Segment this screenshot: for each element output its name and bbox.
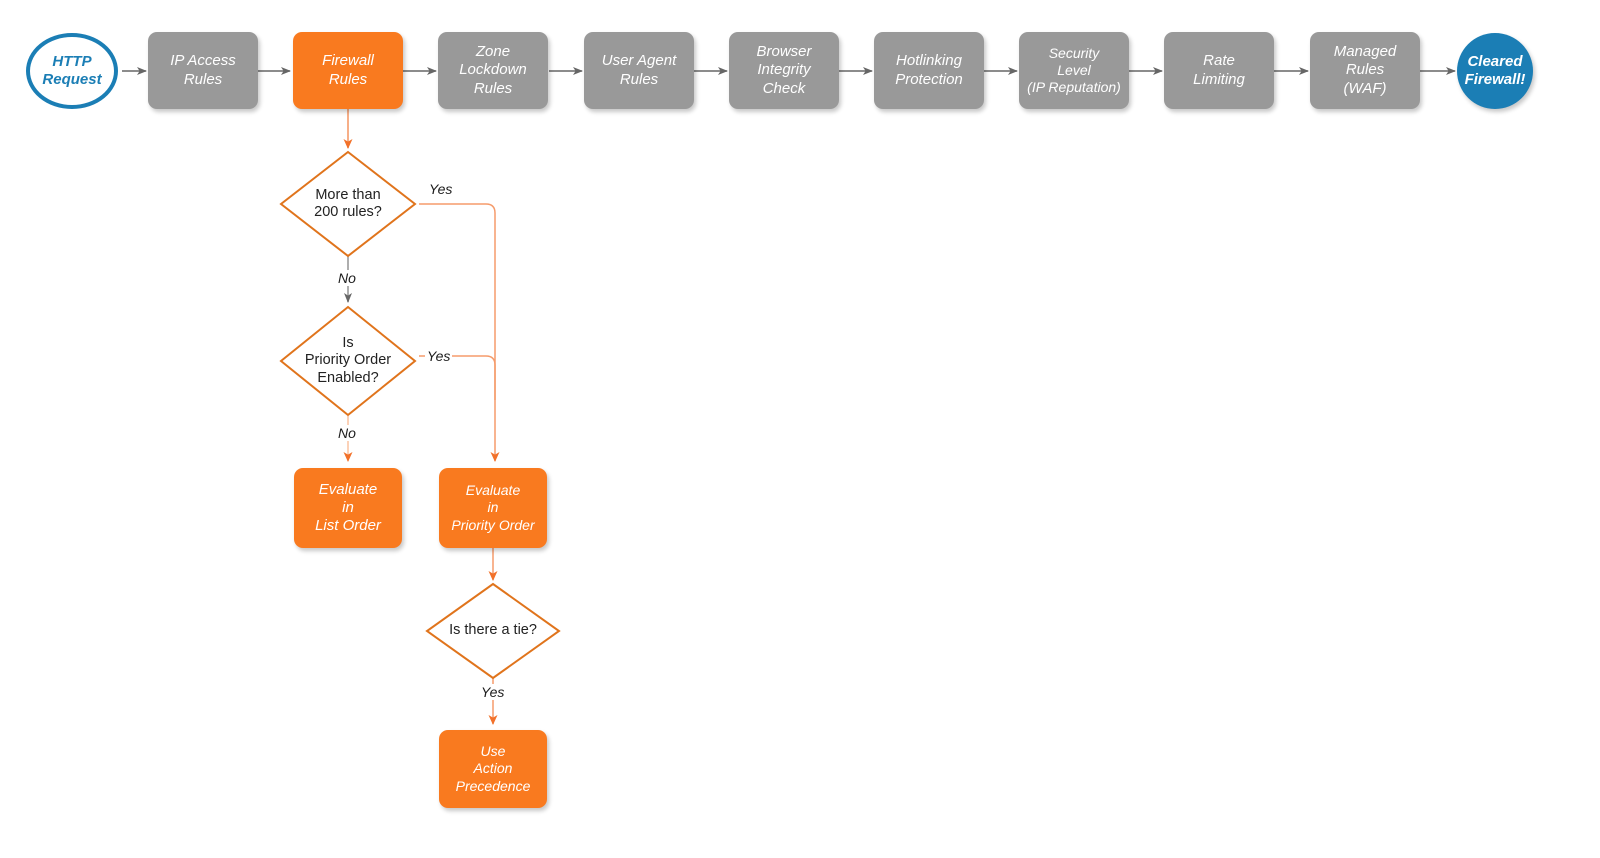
node-evaluate-in-priority-order-label: Evaluate in Priority Order [451, 482, 535, 533]
edge-label-tie-yes: Yes [479, 684, 507, 700]
node-evaluate-in-list-order[interactable]: Evaluate in List Order [294, 468, 402, 548]
diamond-shape [425, 582, 561, 680]
node-rate-limiting[interactable]: Rate Limiting [1164, 32, 1274, 109]
decision-more-than-200-rules-label: More than 200 rules? [314, 186, 382, 220]
node-use-action-precedence[interactable]: Use Action Precedence [439, 730, 547, 808]
node-http-request-label: HTTP Request [42, 53, 102, 88]
node-browser-integrity-check[interactable]: Browser Integrity Check [729, 32, 839, 109]
node-managed-rules-waf-label: Managed Rules (WAF) [1333, 43, 1397, 97]
node-browser-integrity-check-label: Browser Integrity Check [756, 43, 812, 97]
node-security-level-label: Security Level (IP Reputation) [1027, 44, 1121, 96]
node-firewall-rules[interactable]: Firewall Rules [293, 32, 403, 109]
node-security-level[interactable]: Security Level (IP Reputation) [1019, 32, 1129, 109]
edge-label-more-than-200-yes: Yes [427, 181, 455, 197]
node-cleared-firewall[interactable]: Cleared Firewall! [1457, 33, 1533, 109]
decision-is-there-a-tie[interactable]: Is there a tie? [425, 582, 561, 680]
edge-label-priority-order-no: No [336, 425, 358, 441]
node-ip-access-rules-label: IP Access Rules [170, 52, 236, 88]
node-cleared-firewall-label: Cleared Firewall! [1464, 53, 1526, 88]
node-zone-lockdown-rules[interactable]: Zone Lockdown Rules [438, 32, 548, 109]
node-user-agent-rules[interactable]: User Agent Rules [584, 32, 694, 109]
decision-priority-order-enabled-label: Is Priority Order Enabled? [304, 334, 392, 386]
node-http-request[interactable]: HTTP Request [26, 33, 118, 109]
node-hotlinking-protection-label: Hotlinking Protection [895, 52, 963, 88]
edge-decision1-yes-to-priority [419, 203, 500, 462]
edge-label-more-than-200-no: No [336, 270, 358, 286]
diamond-shape [279, 150, 417, 258]
decision-more-than-200-rules[interactable]: More than 200 rules? [279, 150, 417, 258]
node-evaluate-in-priority-order[interactable]: Evaluate in Priority Order [439, 468, 547, 548]
node-rate-limiting-label: Rate Limiting [1193, 52, 1245, 88]
edge-label-priority-order-yes: Yes [425, 348, 453, 364]
node-ip-access-rules[interactable]: IP Access Rules [148, 32, 258, 109]
node-zone-lockdown-rules-label: Zone Lockdown Rules [459, 43, 527, 97]
node-user-agent-rules-label: User Agent Rules [601, 52, 677, 88]
node-firewall-rules-label: Firewall Rules [322, 52, 374, 88]
node-use-action-precedence-label: Use Action Precedence [455, 743, 531, 794]
node-evaluate-in-list-order-label: Evaluate in List Order [315, 480, 381, 535]
decision-priority-order-enabled[interactable]: Is Priority Order Enabled? [279, 305, 417, 417]
diamond-shape [279, 305, 417, 417]
node-hotlinking-protection[interactable]: Hotlinking Protection [874, 32, 984, 109]
node-managed-rules-waf[interactable]: Managed Rules (WAF) [1310, 32, 1420, 109]
decision-is-there-a-tie-label: Is there a tie? [449, 622, 537, 639]
